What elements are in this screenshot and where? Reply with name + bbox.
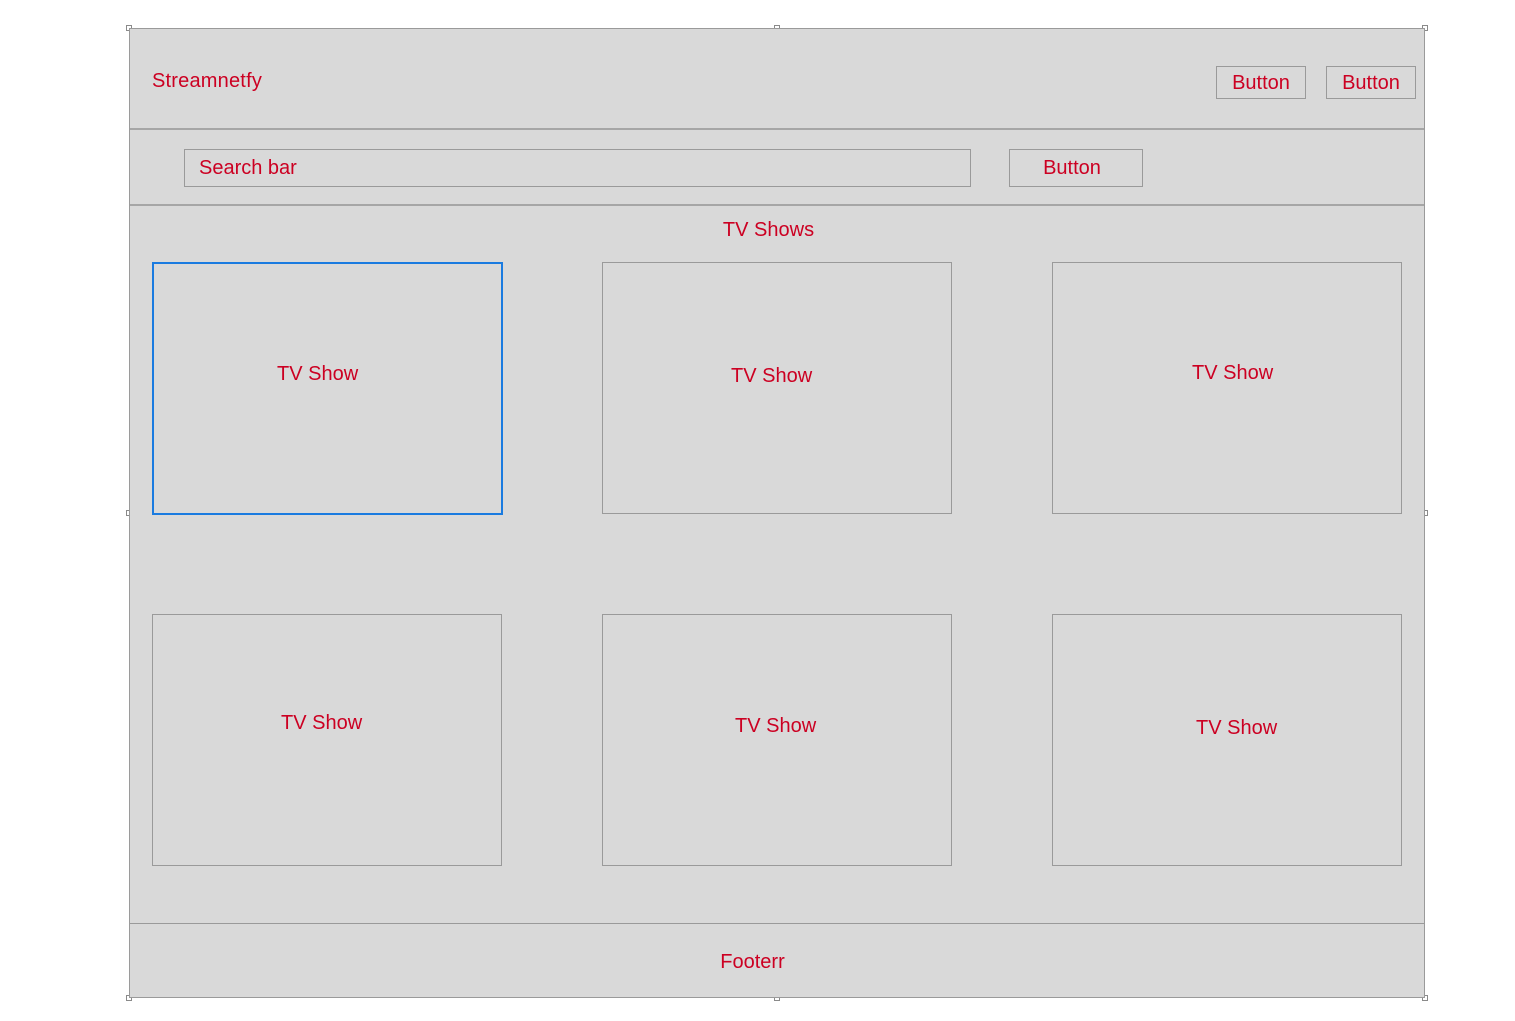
section-title: TV Shows — [722, 219, 815, 241]
tv-show-card-label: TV Show — [1192, 362, 1274, 384]
header-divider — [130, 128, 1424, 130]
tv-show-card[interactable]: TV Show — [1052, 614, 1402, 866]
tv-show-card-label: TV Show — [277, 363, 359, 385]
search-button[interactable]: Button — [1009, 149, 1143, 187]
tv-show-card[interactable]: TV Show — [602, 262, 952, 514]
footer-divider — [130, 923, 1424, 924]
tv-show-card-label: TV Show — [281, 712, 363, 734]
header-button-2[interactable]: Button — [1326, 66, 1416, 99]
app-frame: Streamnetfy Button Button Button TV Show… — [129, 28, 1425, 998]
tv-show-card-label: TV Show — [735, 715, 817, 737]
resize-handle-bottom-right[interactable] — [1422, 995, 1428, 1001]
footer-text: Footerr — [720, 951, 785, 973]
tv-show-card[interactable]: TV Show — [602, 614, 952, 866]
header-button-1[interactable]: Button — [1216, 66, 1306, 99]
search-input[interactable] — [184, 149, 971, 187]
tv-show-card[interactable]: TV Show — [152, 262, 503, 515]
brand-title: Streamnetfy — [152, 70, 263, 92]
tv-show-card-label: TV Show — [731, 365, 813, 387]
tv-show-card-label: TV Show — [1196, 717, 1278, 739]
tv-show-card[interactable]: TV Show — [1052, 262, 1402, 514]
tv-show-card[interactable]: TV Show — [152, 614, 502, 866]
search-divider — [130, 204, 1424, 206]
